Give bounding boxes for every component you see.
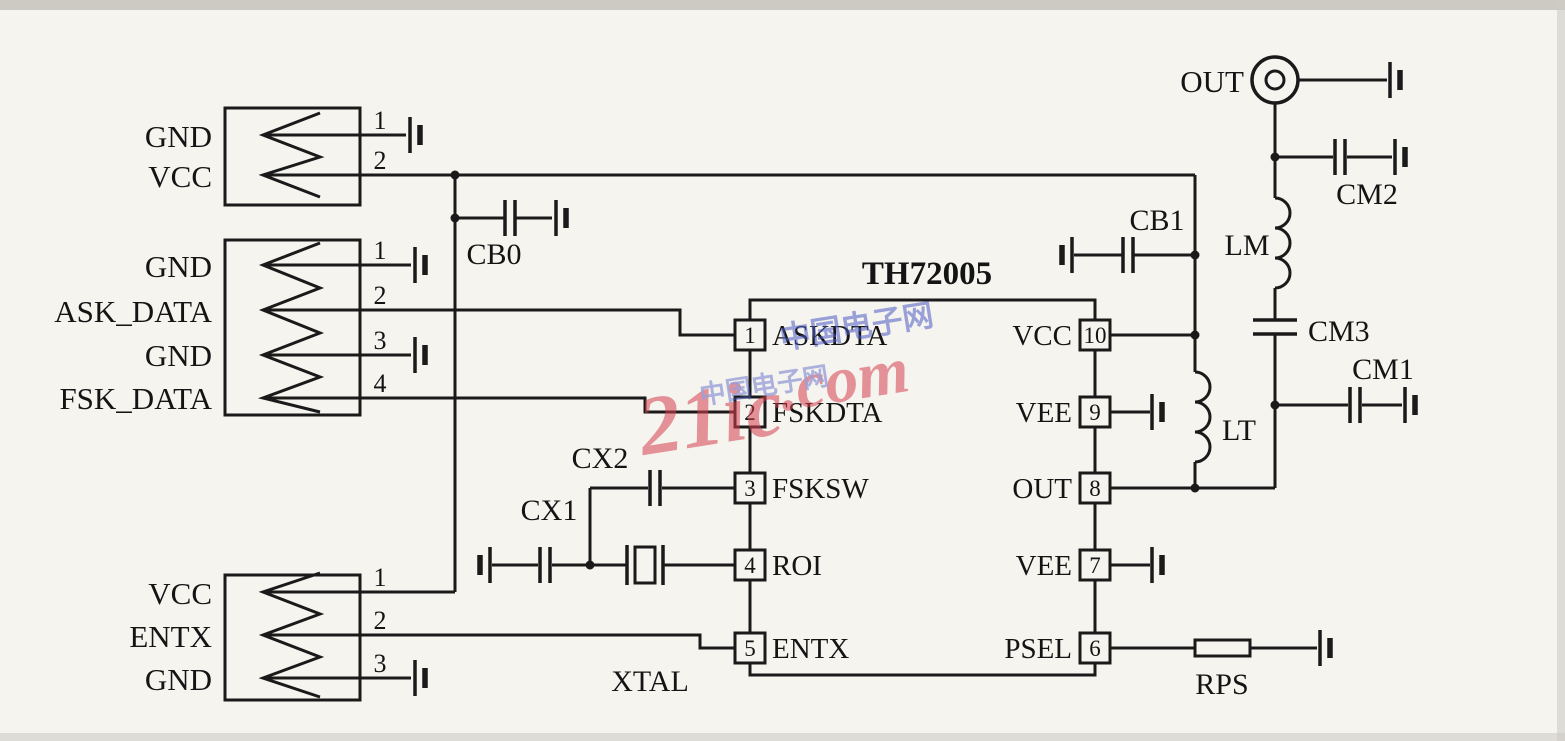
- out-terminal-icon: [1250, 55, 1300, 105]
- ic-pin-name: ASKDTA: [772, 320, 887, 352]
- ic-pin-box-1: [733, 318, 767, 352]
- junction-dot: [1270, 400, 1280, 410]
- connector-zigzag: [257, 241, 325, 414]
- junction-dots: [450, 152, 1280, 570]
- ic-pin-number: 6: [1089, 636, 1101, 661]
- component-label-cm1: CM1: [1352, 353, 1414, 386]
- signal-label: VCC: [148, 159, 212, 194]
- junction-dot: [450, 170, 460, 180]
- connector-pin-number: 2: [374, 281, 387, 310]
- component-label-cm3: CM3: [1308, 315, 1370, 348]
- ic-pin-box-4: [733, 548, 767, 582]
- signal-label: ENTX: [129, 619, 212, 654]
- signal-label: VCC: [148, 576, 212, 611]
- connector-zigzag: [258, 111, 325, 199]
- junction-dot: [1270, 152, 1280, 162]
- component-label-cm2: CM2: [1336, 178, 1398, 211]
- connector-pin-number: 1: [374, 106, 387, 135]
- ic-pin-number: 10: [1084, 323, 1107, 348]
- wire-ask-data: [263, 308, 735, 337]
- ic-pin-name: FSKDTA: [772, 397, 883, 429]
- ic-pin-box-2: [733, 395, 767, 429]
- ic-pin-box-5: [733, 631, 767, 665]
- connector-top: [223, 106, 362, 207]
- component-label-lm: LM: [1225, 229, 1270, 262]
- junction-dot: [585, 560, 595, 570]
- out-terminal-label: OUT: [1180, 64, 1244, 99]
- capacitor-cm3: [1253, 318, 1297, 336]
- junction-dot: [1190, 483, 1200, 493]
- resistor-rps: [1193, 638, 1252, 658]
- signal-label: GND: [145, 338, 212, 373]
- connector-pin-number: 1: [374, 563, 387, 592]
- ic-pin-name: PSEL: [1004, 633, 1072, 665]
- ic-pin-box-10: [1078, 318, 1112, 352]
- ic-pin-box-7: [1078, 548, 1112, 582]
- ic-pin-name: VEE: [1016, 397, 1072, 429]
- ic-pin-box-6: [1078, 631, 1112, 665]
- ic-pin-box-8: [1078, 471, 1112, 505]
- ic-pin-number: 9: [1089, 400, 1101, 425]
- ic-pin-number: 3: [744, 476, 756, 501]
- component-label-xtal: XTAL: [611, 665, 689, 698]
- inductor-lt: [1194, 370, 1212, 464]
- scan-edge-bottom: [0, 733, 1565, 741]
- labels: GND VCC GND ASK_DATA GND FSK_DATA VCC EN…: [54, 64, 1414, 701]
- ic-pin-name: VEE: [1016, 550, 1072, 582]
- ic-pin-name: ROI: [772, 550, 822, 582]
- connector-pin-number: 3: [374, 649, 387, 678]
- ic-title: TH72005: [862, 256, 992, 292]
- ic-pin-number: 5: [744, 636, 756, 661]
- signal-label: GND: [145, 662, 212, 697]
- connector-pin-number: 2: [374, 606, 387, 635]
- component-label-cx2: CX2: [572, 442, 629, 475]
- ic-pin-name: OUT: [1012, 473, 1072, 505]
- junction-dot: [1190, 330, 1200, 340]
- connector-pin-number: 3: [374, 326, 387, 355]
- scan-edge-top: [0, 0, 1565, 10]
- ic-pin-number: 2: [744, 400, 756, 425]
- ic-pin-number: 4: [744, 553, 756, 578]
- inductor-lm: [1274, 196, 1292, 290]
- connector-bottom-box: [223, 573, 362, 702]
- ic-pin-number: 1: [744, 323, 756, 348]
- crystal-xtal: [625, 545, 665, 585]
- ic-pin-name: FSKSW: [772, 473, 869, 505]
- junction-dot: [450, 213, 460, 223]
- junction-dot: [1190, 250, 1200, 260]
- signal-label: GND: [145, 249, 212, 284]
- signal-label: FSK_DATA: [59, 381, 212, 416]
- connector-top-box: [223, 106, 362, 207]
- ic-pin-name: ENTX: [772, 633, 849, 665]
- scan-edge-right: [1557, 0, 1565, 741]
- connector-pin-number: 2: [374, 146, 387, 175]
- ic-th72005: [733, 298, 1112, 677]
- component-label-cx1: CX1: [521, 494, 578, 527]
- component-label-lt: LT: [1222, 414, 1256, 447]
- signal-label: GND: [145, 119, 212, 154]
- component-label-cb0: CB0: [466, 238, 521, 271]
- signal-label: ASK_DATA: [54, 294, 212, 329]
- connector-middle-box: [223, 238, 362, 417]
- wires: [263, 78, 1402, 680]
- ic-pin-box-9: [1078, 395, 1112, 429]
- wire-fsk-data: [263, 396, 735, 414]
- ic-pin-number: 8: [1089, 476, 1101, 501]
- connector-middle: [223, 238, 362, 417]
- wire-entx: [263, 633, 735, 650]
- ic-pin-number: 7: [1089, 553, 1101, 578]
- component-label-rps: RPS: [1195, 668, 1248, 701]
- connector-pin-number: 1: [374, 236, 387, 265]
- connector-pin-number: 4: [374, 369, 387, 398]
- ic-pin-name: VCC: [1012, 320, 1072, 352]
- component-label-cb1: CB1: [1129, 204, 1184, 237]
- ic-pin-box-3: [733, 471, 767, 505]
